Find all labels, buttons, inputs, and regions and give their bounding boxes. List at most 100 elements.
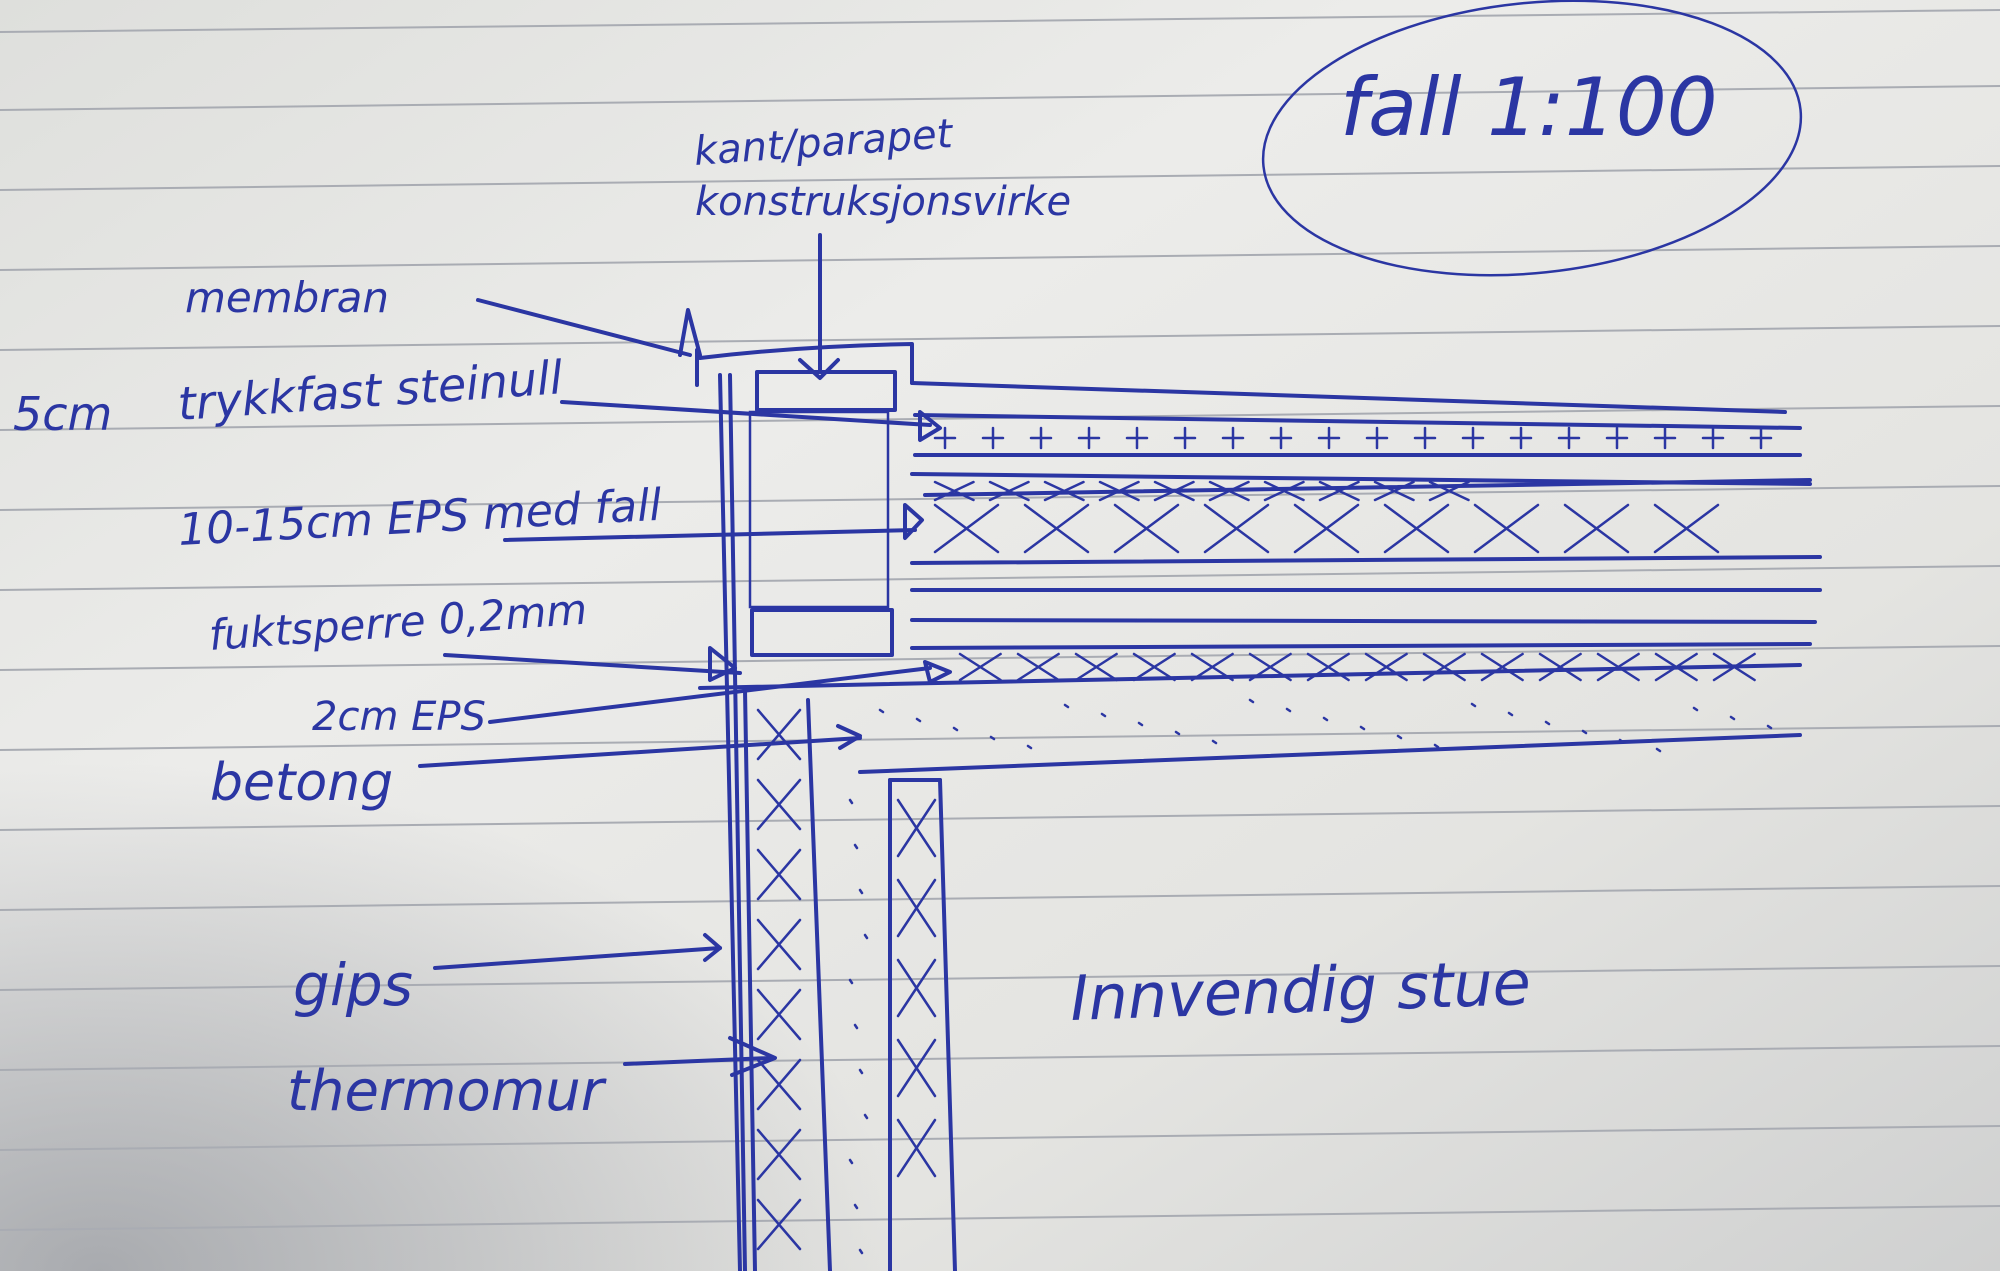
concrete-speckle [1692, 706, 1699, 712]
stone-wool-plus-mark [1077, 426, 1101, 450]
stone-wool-plus-mark [981, 426, 1005, 450]
eps2-hatch-mark [1306, 652, 1350, 682]
eps-hatch-mark [1203, 503, 1270, 554]
thermomur-hatch-mark [756, 1198, 802, 1251]
concrete-speckle [1211, 739, 1218, 745]
concrete-speckle [1655, 747, 1662, 753]
concrete-speckle [1766, 724, 1773, 730]
concrete-core-speckle [858, 888, 864, 895]
label-parapet-timber: konstruksjonsvirke [695, 179, 1071, 225]
eps-hatch-top-mark [1428, 480, 1470, 502]
concrete-core-speckle [848, 978, 854, 985]
stone-wool-plus-mark [1605, 426, 1629, 450]
concrete-speckle [1137, 721, 1144, 727]
concrete-speckle [1581, 729, 1588, 735]
inner-insulation-hatch-mark [896, 1038, 937, 1098]
thermomur-hatch-mark [756, 918, 802, 971]
concrete-speckle [1063, 703, 1070, 709]
eps-hatch-mark [1653, 503, 1720, 554]
label-gypsum: gips [293, 951, 413, 1019]
eps-hatch-mark [1293, 503, 1360, 554]
hatching [756, 426, 1773, 1255]
concrete-core-speckle [858, 1248, 864, 1255]
concrete-speckle [1470, 702, 1477, 708]
thermomur-hatch-mark [756, 778, 802, 831]
eps2-hatch-mark [958, 652, 1002, 682]
thermomur-hatch-mark [756, 708, 802, 761]
thermomur-hatch-mark [756, 1058, 802, 1111]
concrete-speckle [1174, 730, 1181, 736]
concrete-speckle [1359, 725, 1366, 731]
label-room: Innvendig stue [1069, 946, 1532, 1035]
eps-hatch-top-mark [988, 480, 1030, 502]
concrete-speckle [1544, 720, 1551, 726]
stone-wool-plus-mark [1509, 426, 1533, 450]
eps-hatch-top-mark [1153, 480, 1195, 502]
concrete-speckle [1322, 716, 1329, 722]
concrete-speckle [952, 726, 959, 732]
stone-wool-plus-mark [1749, 426, 1773, 450]
eps-hatch-top-mark [1098, 480, 1140, 502]
eps2-hatch-mark [1480, 652, 1524, 682]
eps2-hatch-mark [1364, 652, 1408, 682]
stone-wool-plus-mark [1029, 426, 1053, 450]
eps-hatch-top-mark [933, 480, 975, 502]
label-thermomur: thermomur [287, 1059, 607, 1124]
eps2-hatch-mark [1712, 652, 1756, 682]
stone-wool-plus-mark [933, 426, 957, 450]
eps2-hatch-mark [1248, 652, 1292, 682]
concrete-core-speckle [853, 843, 859, 850]
eps2-hatch-mark [1074, 652, 1118, 682]
eps-hatch-top-mark [1043, 480, 1085, 502]
inner-insulation-hatch-mark [896, 878, 937, 938]
concrete-speckle [1396, 734, 1403, 740]
stone-wool-plus-mark [1557, 426, 1581, 450]
concrete-speckle [915, 717, 922, 723]
concrete-core-speckle [848, 798, 854, 805]
concrete-core-speckle [858, 1068, 864, 1075]
eps-hatch-mark [1563, 503, 1630, 554]
eps-hatch-mark [1473, 503, 1540, 554]
slope-note-ellipse [1261, 0, 1803, 277]
concrete-core-speckle [863, 933, 869, 940]
eps-hatch-mark [1383, 503, 1450, 554]
label-concrete: betong [210, 753, 393, 813]
concrete-core-speckle [848, 1158, 854, 1165]
eps2-hatch-mark [1422, 652, 1466, 682]
stone-wool-plus-mark [1461, 426, 1485, 450]
label-eps-2cm: 2cm EPS [312, 694, 486, 740]
eps-hatch-top-mark [1208, 480, 1250, 502]
wall [718, 373, 957, 1271]
eps2-hatch-mark [1132, 652, 1176, 682]
eps2-hatch-mark [1654, 652, 1698, 682]
stone-wool-plus-mark [1173, 426, 1197, 450]
concrete-speckle [1507, 711, 1514, 717]
label-membrane: membran [185, 273, 389, 322]
eps-hatch-mark [1113, 503, 1180, 554]
stone-wool-plus-mark [1413, 426, 1437, 450]
inner-insulation-hatch-mark [896, 958, 937, 1018]
concrete-core-speckle [863, 1113, 869, 1120]
eps-hatch-top-mark [1263, 480, 1305, 502]
eps-hatch-top-mark [1318, 480, 1360, 502]
stone-wool-plus-mark [1269, 426, 1293, 450]
concrete-speckle [1248, 698, 1255, 704]
eps-hatch-top-mark [1373, 480, 1415, 502]
eps2-hatch-mark [1538, 652, 1582, 682]
inner-insulation-hatch-mark [896, 798, 937, 858]
concrete-speckle [1729, 715, 1736, 721]
stone-wool-plus-mark [1653, 426, 1677, 450]
thermomur-hatch-mark [756, 988, 802, 1041]
eps2-hatch-mark [1596, 652, 1640, 682]
concrete-speckle [1100, 712, 1107, 718]
concrete-speckle [989, 735, 996, 741]
stone-wool-plus-mark [1221, 426, 1245, 450]
inner-insulation-hatch-mark [896, 1118, 937, 1178]
label-stone-wool-thickness: 5cm [13, 387, 112, 441]
concrete-speckle [1618, 738, 1625, 744]
concrete-speckle [878, 708, 885, 714]
leader-lines [418, 233, 952, 1077]
